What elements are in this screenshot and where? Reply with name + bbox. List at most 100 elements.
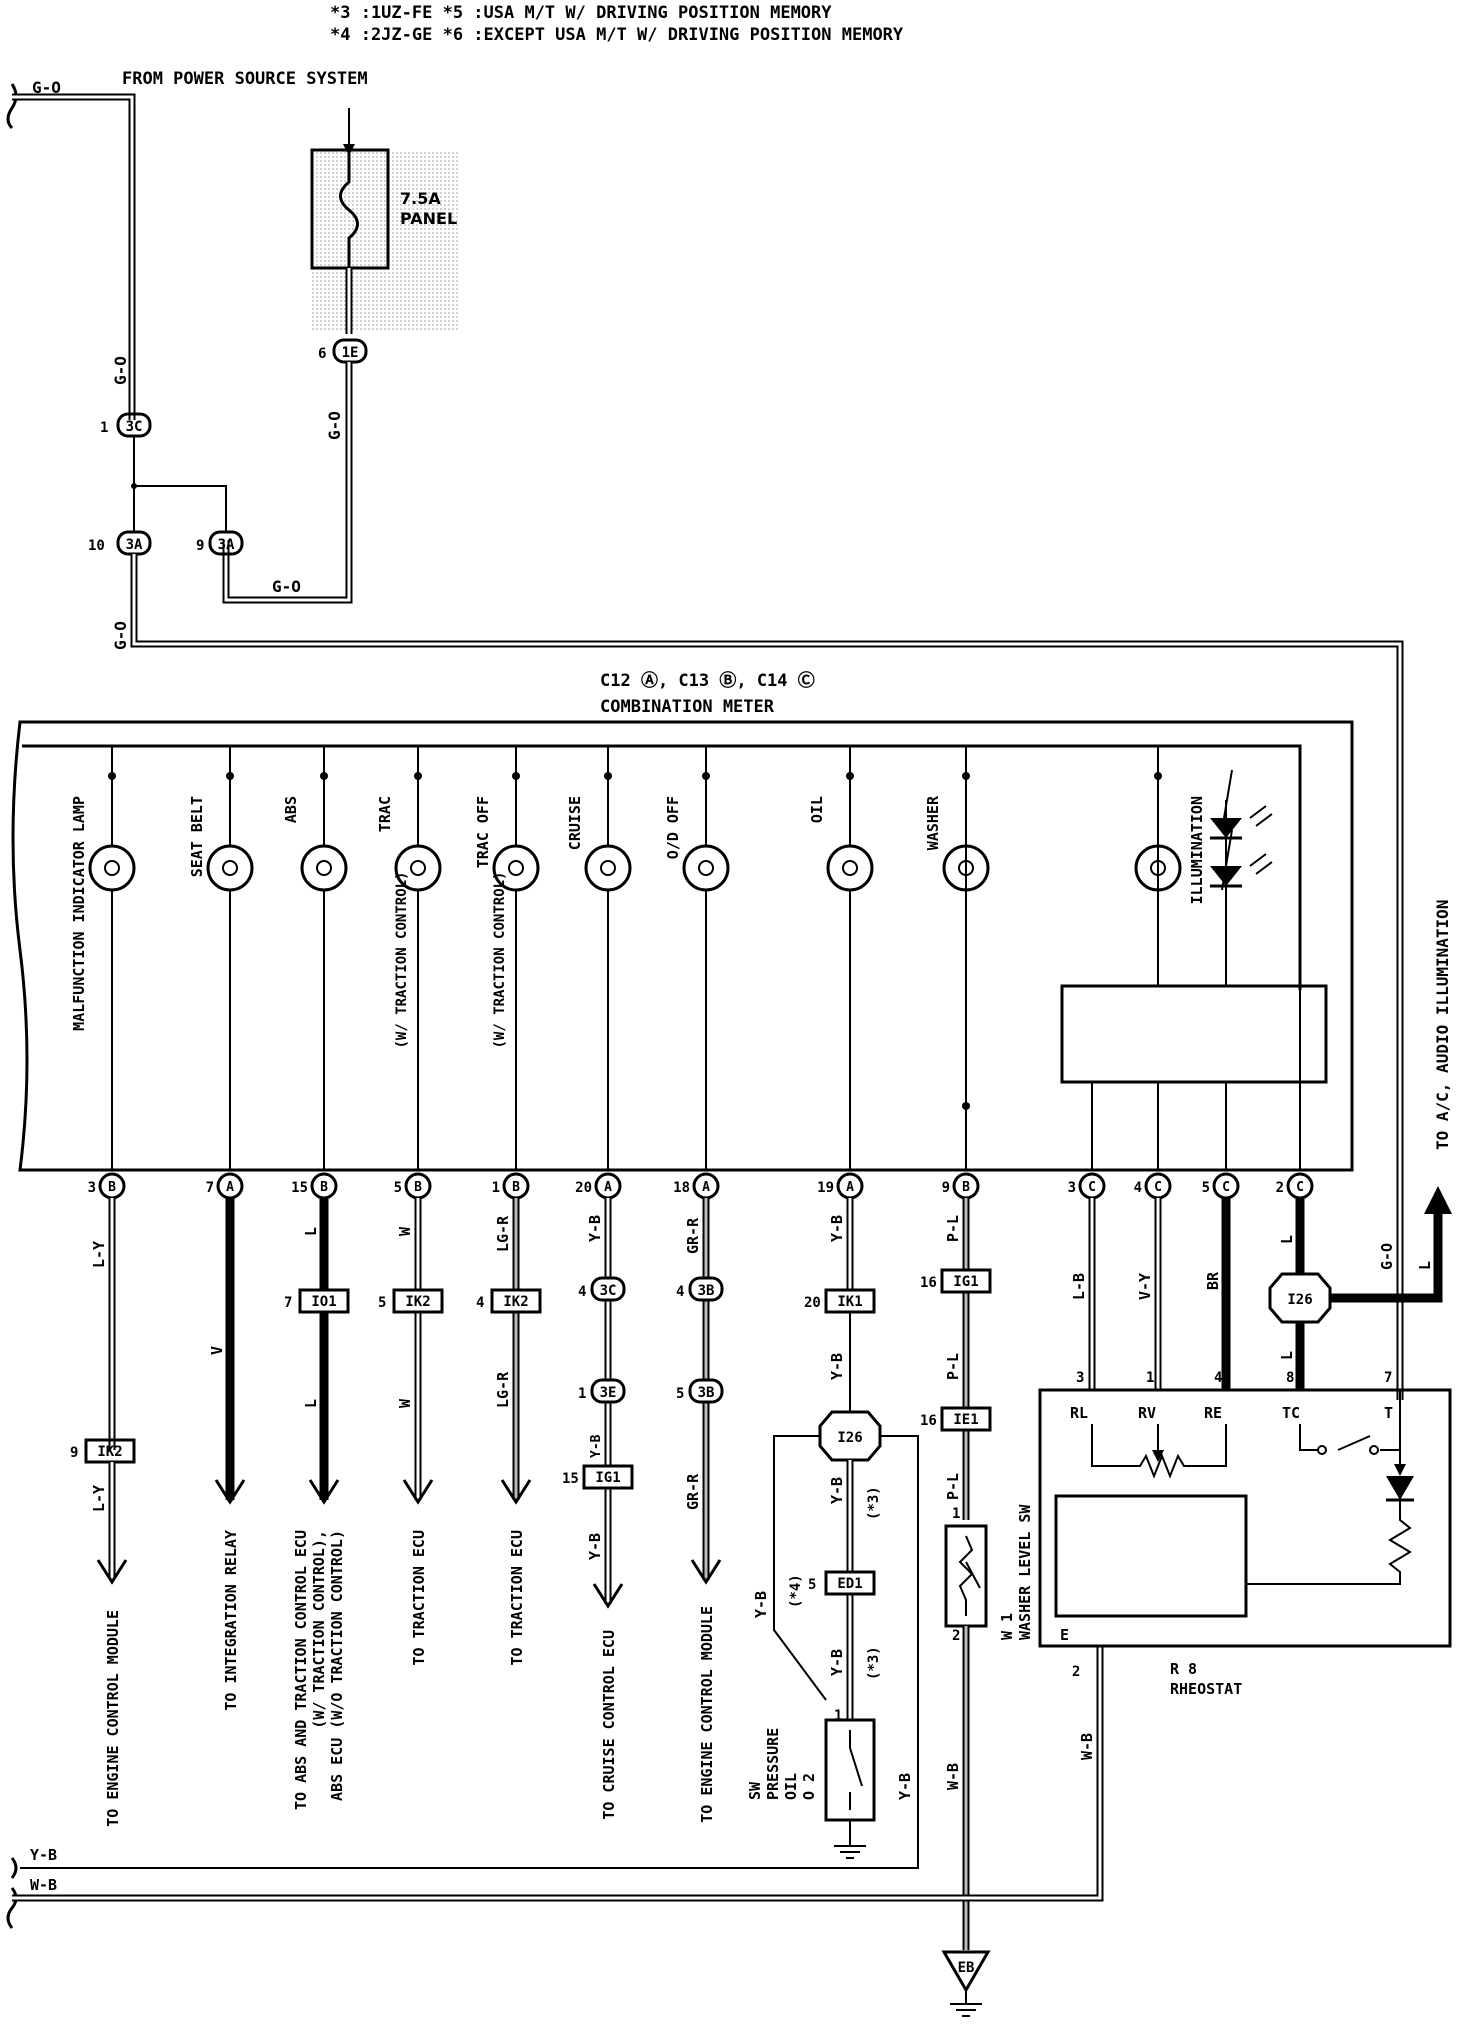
lamp-bulb (492, 844, 540, 892)
arrow-abs (308, 1479, 340, 1505)
lamp-bulb (682, 844, 730, 892)
dest-traction-1: TO TRACTION ECU (410, 1530, 428, 1665)
led-rays (1249, 805, 1273, 875)
lamp-filament (842, 860, 858, 876)
lamp-label: TRAC (376, 796, 394, 832)
junction-I26-2 (1268, 1272, 1332, 1324)
pin-1-oil: 1 (834, 1708, 842, 1724)
wire-w-label-2: W (396, 1398, 414, 1408)
pin-number: 15 (291, 1180, 308, 1196)
pin-7-io1: 7 (284, 1295, 292, 1311)
mark-s3-1: (*3) (866, 1486, 882, 1520)
switch-contact-1 (1317, 1445, 1327, 1455)
arrow-traction-2 (500, 1479, 532, 1505)
pin-connector-letter: B (512, 1180, 520, 1195)
pin-number: 1 (492, 1180, 500, 1196)
ground-symbol-oil (834, 1820, 866, 1859)
conn-ik1-label: IK1 (837, 1294, 862, 1310)
rheo-term-tc: TC (1282, 1404, 1300, 1422)
wire-yb-oil-branch (773, 1435, 827, 1701)
dest-traction-2: TO TRACTION ECU (508, 1530, 526, 1665)
wire-go-left-inner (12, 95, 134, 420)
lamp-bulb (584, 844, 632, 892)
junction-I26-1 (818, 1410, 882, 1462)
connector-3A-9 (208, 530, 244, 556)
lamp-sublabel: (W/ TRACTION CONTROL) (394, 871, 410, 1048)
lamp-label: ABS (282, 796, 300, 823)
oil-sw-l3: SW (746, 1781, 764, 1800)
wire-label-go-1: G-O (111, 356, 130, 385)
conn-ig1-label-2: IG1 (953, 1274, 978, 1290)
wire-l-audio (1330, 1210, 1443, 1303)
pin-15-ig1: 15 (562, 1471, 579, 1487)
ground-EB (941, 1950, 991, 1993)
rheo-switch (1299, 1424, 1400, 1451)
pin-connector-letter: B (962, 1180, 970, 1195)
connector-IK2-2 (392, 1288, 444, 1314)
bus-break-marks (6, 1857, 18, 1929)
conn-3b-label-1: 3B (698, 1283, 715, 1299)
wire-go-1e-outer (222, 362, 353, 604)
connector-IG1-1 (582, 1464, 634, 1490)
conn-ik2-label-1: IK2 (97, 1444, 122, 1460)
pin-number: 18 (673, 1180, 690, 1196)
pin-4-ik2: 4 (476, 1295, 484, 1311)
wire-yb-oil-label-1: Y-B (828, 1215, 846, 1242)
lamp-junction (702, 772, 710, 780)
pin-connector-letter: B (414, 1180, 422, 1195)
pin-10-label: 10 (88, 538, 105, 554)
conn-3c-label: 3C (600, 1283, 617, 1299)
junction-i26-label-2: I26 (1287, 1292, 1312, 1308)
wire-br-label: BR (1204, 1271, 1222, 1290)
wire-lgr-label-1: LG-R (494, 1215, 512, 1252)
wire-v-label: V (208, 1346, 226, 1355)
lamp-filament (104, 860, 120, 876)
pin-5-ik2: 5 (378, 1295, 386, 1311)
wire-label-go-top: G-O (32, 78, 61, 97)
wire-ly-label-1: L-Y (90, 1241, 108, 1268)
connector-ED1 (824, 1570, 876, 1596)
dest-cruise: TO CRUISE CONTROL ECU (600, 1630, 618, 1820)
pin-4-3b: 4 (676, 1284, 684, 1300)
wire-wb-label-1: W-B (944, 1763, 962, 1790)
connector-1E-label: 1E (342, 345, 359, 361)
oil-sw-l2: PRESSURE (764, 1728, 782, 1800)
pin-1-washer: 1 (952, 1506, 960, 1522)
pin-5-3b: 5 (676, 1386, 684, 1402)
lamp-junction (512, 772, 520, 780)
rheo-control-unit (1054, 1494, 1248, 1618)
pin-16-ig1: 16 (920, 1275, 937, 1291)
meter-internal-circuit (1060, 984, 1328, 1084)
lamp-bulb (206, 844, 254, 892)
pin-connector-letter: A (604, 1180, 612, 1195)
arrow-traction-1 (402, 1479, 434, 1505)
oil-sw-l1: OIL (782, 1773, 800, 1800)
pin-connector-letter: C (1088, 1180, 1096, 1195)
conn-ik2-label-3: IK2 (503, 1294, 528, 1310)
note-line-1: *3 :1UZ-FE *5 :USA M/T W/ DRIVING POSITI… (330, 3, 832, 23)
wire-grr-label-1: GR-R (684, 1217, 702, 1254)
lamp-filament (698, 860, 714, 876)
wire-grr-label-2: GR-R (684, 1473, 702, 1510)
washer-sw-id: W 1 (998, 1613, 1016, 1640)
pin-2-washer: 2 (952, 1628, 960, 1644)
bus-wb-inner (12, 1646, 1102, 1900)
wire-l-label-1: L (302, 1227, 320, 1236)
ground-eb-label: EB (958, 1960, 975, 1976)
lamp-label: WASHER (924, 795, 942, 850)
wire-pl-label-3: P-L (944, 1473, 962, 1500)
rheo-term-rl: RL (1070, 1404, 1088, 1422)
fuse-element (339, 150, 359, 268)
lamp-filament (316, 860, 332, 876)
lamp-junction (108, 772, 116, 780)
wire-w-label-1: W (396, 1226, 414, 1236)
mark-s3-2: (*3) (866, 1646, 882, 1680)
lamp-sublabel: (W/ TRACTION CONTROL) (492, 871, 508, 1048)
meter-connectors: C12 Ⓐ, C13 Ⓑ, C14 Ⓒ (600, 670, 815, 691)
mark-s4: (*4) (788, 1574, 804, 1608)
rheo-term-e: E (1060, 1626, 1069, 1644)
rheo-pin-7: 7 (1384, 1370, 1392, 1386)
rheo-pin-4: 4 (1214, 1370, 1222, 1386)
washer-sw-name: WASHER LEVEL SW (1016, 1504, 1034, 1640)
